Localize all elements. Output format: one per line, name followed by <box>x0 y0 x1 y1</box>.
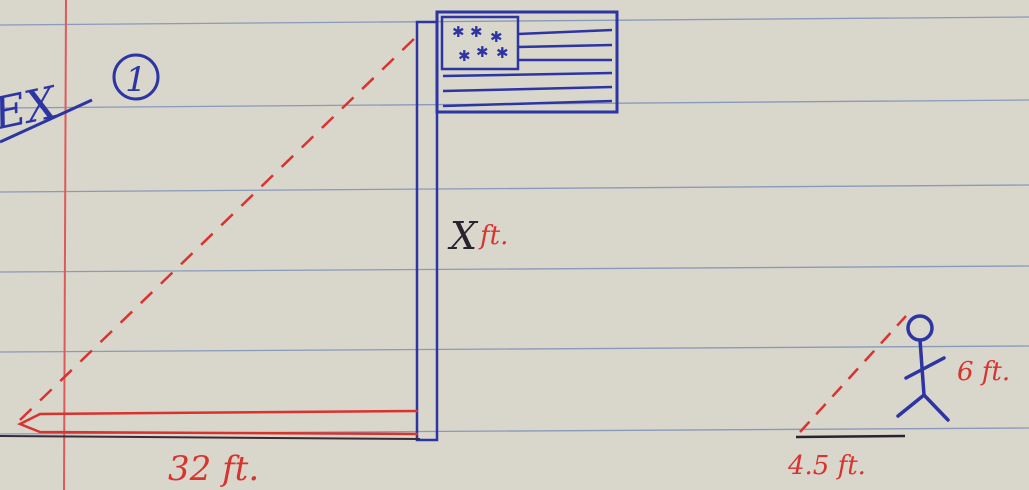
ruled-line <box>0 265 1029 273</box>
margin-line <box>63 0 67 490</box>
person-shadow <box>795 315 907 439</box>
flagpole-body <box>415 20 439 442</box>
flagpole-height-variable: X <box>447 214 479 258</box>
person-arms <box>904 356 946 380</box>
example-number-circle <box>112 53 160 101</box>
person-shadow-line <box>795 434 906 439</box>
flag-stripe <box>442 71 613 78</box>
person-height-label: 6 ft. <box>957 357 1010 387</box>
flagpole-height-label: X ft. <box>447 214 508 258</box>
flag-star: ✱ <box>458 47 471 65</box>
stick-figure-icon <box>896 314 950 422</box>
flag-outline <box>435 10 619 114</box>
flag-star: ✱ <box>470 23 483 41</box>
ruled-line <box>0 16 1029 26</box>
flagpole-shadow-outline <box>16 409 419 436</box>
flag-star: ✱ <box>490 28 503 46</box>
example-underline <box>0 98 93 144</box>
person-sun-ray <box>799 315 907 433</box>
flagpole-height-text: ft. <box>478 221 508 251</box>
flag-stripe <box>442 85 613 93</box>
american-flag-icon: ✱ ✱ ✱ ✱ ✱ ✱ <box>435 10 619 114</box>
person-body <box>918 338 926 397</box>
ground-line <box>0 435 421 440</box>
flag-stars: ✱ ✱ ✱ ✱ ✱ ✱ <box>452 23 509 65</box>
ruled-line <box>0 345 1029 353</box>
flag-star: ✱ <box>476 43 489 61</box>
flag-star: ✱ <box>452 23 465 41</box>
flag-stripe <box>442 99 613 108</box>
flag-stripe <box>517 28 613 36</box>
person-right-leg <box>922 393 950 422</box>
person-shadow-label: 4.5 ft. <box>787 451 866 481</box>
flagpole-sun-ray <box>19 35 418 421</box>
flag-canton <box>440 15 520 71</box>
ruled-line <box>0 184 1029 193</box>
flagpole-shadow <box>0 409 421 440</box>
flag-stripe <box>517 43 613 49</box>
flag-stripes <box>442 28 613 108</box>
person-left-leg <box>896 393 926 418</box>
flagpole <box>415 20 439 442</box>
flag-star: ✱ <box>496 44 509 62</box>
example-number: 1 <box>125 60 147 100</box>
flagpole-shadow-label: 32 ft. <box>168 449 259 489</box>
